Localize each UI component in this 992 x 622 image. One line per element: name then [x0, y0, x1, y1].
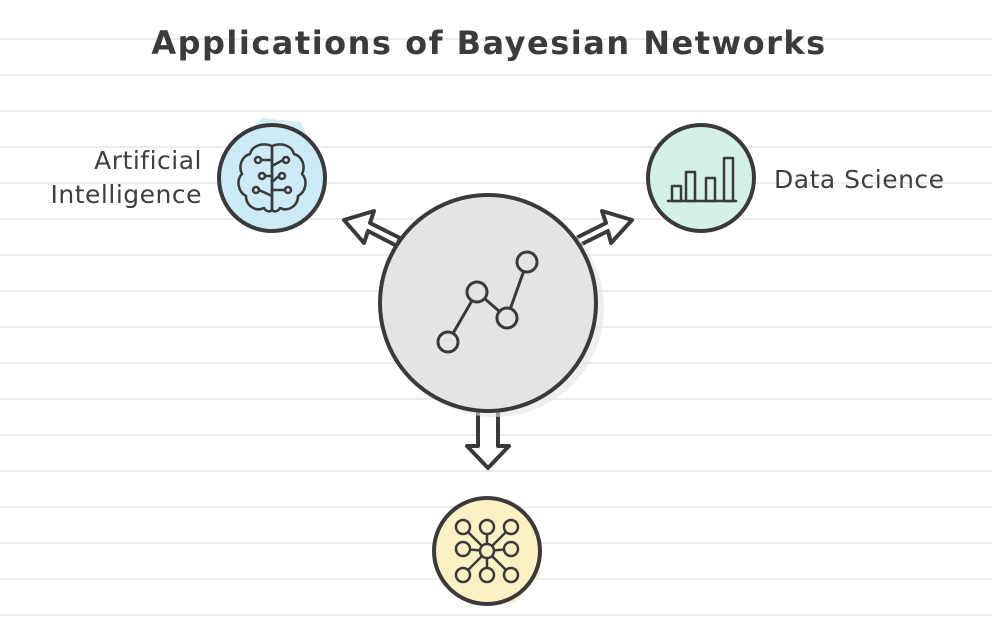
- node-network: [432, 496, 542, 606]
- center-node: [378, 193, 604, 417]
- graph-nodes-icon: [436, 250, 539, 354]
- node-data-science: [646, 123, 756, 233]
- label-ai-line-1: Artificial: [94, 146, 202, 175]
- bar-chart-icon: [666, 156, 738, 203]
- brain-circuit-icon: [237, 143, 307, 213]
- label-artificial-intelligence: Artificial Intelligence: [2, 144, 202, 212]
- label-ai-line-2: Intelligence: [50, 180, 202, 209]
- network-graph-icon: [454, 518, 520, 584]
- arrow-to-data-science: [574, 209, 634, 248]
- node-artificial-intelligence: [217, 118, 327, 233]
- arrow-to-ai: [342, 209, 402, 248]
- label-data-science: Data Science: [774, 165, 945, 194]
- diagram-title: Applications of Bayesian Networks: [151, 24, 827, 62]
